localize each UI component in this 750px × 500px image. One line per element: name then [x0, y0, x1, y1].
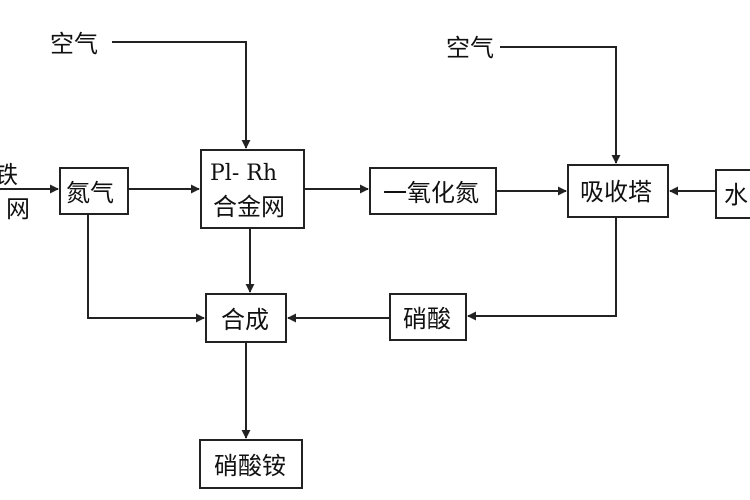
left-partial-label-2: 网 [6, 195, 30, 223]
synthesis-label: 合成 [221, 306, 269, 334]
synthesis-node: 合成 [205, 293, 287, 343]
nitric-oxide-node: 一氧化氮 [369, 167, 497, 215]
nitrogen-label: 氮气 [66, 179, 114, 207]
air-label-2: 空气 [446, 34, 494, 62]
absorber-node: 吸收塔 [567, 164, 669, 218]
ammonium-nitrate-label: 硝酸铵 [214, 452, 286, 480]
catalyst-label-line1: Pl- Rh [210, 161, 277, 186]
nitric-acid-label: 硝酸 [403, 305, 451, 333]
left-partial-label-1: 铁 [0, 161, 18, 189]
ammonium-nitrate-node: 硝酸铵 [199, 439, 303, 489]
water-label: 水 [724, 181, 748, 209]
catalyst-label-line2: 合金网 [213, 193, 285, 221]
nitric-oxide-label: 一氧化氮 [383, 179, 479, 207]
air-label-1: 空气 [50, 30, 98, 58]
arrow-absorber-to-nitric-acid [467, 217, 617, 321]
nitrogen-node: 氮气 [59, 167, 129, 215]
arrow-nitrogen-to-synthesis [87, 214, 205, 323]
nitric-acid-node: 硝酸 [389, 293, 467, 341]
water-node: 水 [715, 169, 750, 219]
arrow-air-to-catalyst [112, 41, 251, 149]
absorber-label: 吸收塔 [580, 178, 652, 206]
arrow-air-to-absorber [500, 46, 621, 164]
catalyst-node: Pl- Rh 合金网 [200, 149, 305, 229]
